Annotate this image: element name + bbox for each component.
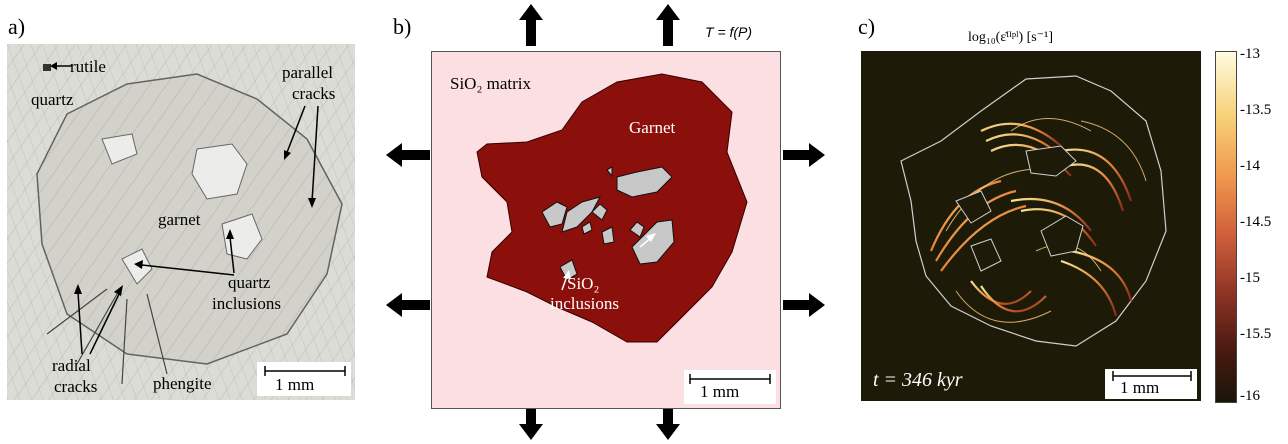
arrow-rutile bbox=[50, 62, 72, 70]
scale-bar-label-a: 1 mm bbox=[275, 375, 315, 394]
label-quartz-incl-1: quartz bbox=[228, 273, 271, 292]
arrow-left-icon bbox=[386, 143, 430, 167]
label-radial: radial bbox=[52, 356, 91, 375]
label-radial-cracks: cracks bbox=[54, 377, 98, 396]
label-garnet: garnet bbox=[158, 210, 201, 229]
label-quartz: quartz bbox=[31, 90, 74, 109]
inclusion bbox=[581, 221, 593, 235]
label-parallel: parallel bbox=[282, 63, 333, 82]
arrow-up-icon bbox=[519, 4, 543, 46]
inclusions-label-1: SiO₂ bbox=[567, 274, 600, 293]
colorbar-ticks: -13 -13.5 -14 -14.5 -15 -15.5 -16 bbox=[1240, 46, 1286, 404]
panel-c-plot: t = 346 kyr 1 mm bbox=[861, 51, 1201, 401]
garnet-grain bbox=[476, 73, 748, 343]
tick-label: -15.5 bbox=[1240, 326, 1272, 342]
tick-label: -13.5 bbox=[1240, 102, 1272, 118]
inclusion bbox=[559, 259, 578, 281]
panel-c-label: c) bbox=[858, 14, 876, 39]
micrograph-image bbox=[7, 44, 355, 400]
colorbar-title: log₁₀(ε̇ᴵᴵᵖˡ) [s⁻¹] bbox=[968, 30, 1053, 45]
model-schematic bbox=[476, 73, 776, 404]
time-label: t = 346 kyr bbox=[873, 369, 963, 391]
tick-label: -14 bbox=[1240, 158, 1260, 174]
colorbar bbox=[1215, 51, 1237, 403]
arrows-quartz-inclusions bbox=[134, 229, 235, 276]
panel-a-label: a) bbox=[8, 14, 26, 39]
tick-label: -14.5 bbox=[1240, 214, 1272, 230]
label-phengite: phengite bbox=[153, 374, 212, 393]
inclusion bbox=[541, 201, 568, 228]
matrix-label: SiO₂ matrix bbox=[450, 74, 532, 93]
arrow-down-icon bbox=[656, 400, 680, 440]
tick-label: -16 bbox=[1240, 388, 1260, 404]
label-quartz-incl-2: inclusions bbox=[212, 294, 281, 313]
panel-b-label: b) bbox=[393, 14, 412, 39]
panel-a-micrograph: 1 mm bbox=[7, 44, 355, 400]
arrow-down-icon bbox=[519, 400, 543, 440]
arrow-left-icon bbox=[386, 293, 430, 317]
tick-label: -13 bbox=[1240, 46, 1260, 62]
arrows-radial-cracks bbox=[74, 284, 123, 355]
inclusion bbox=[601, 226, 615, 245]
arrow-right-icon bbox=[783, 293, 825, 317]
arrows-parallel-cracks bbox=[284, 105, 319, 208]
arrow-right-icon bbox=[783, 143, 825, 167]
inclusion bbox=[629, 221, 645, 238]
garnet-label: Garnet bbox=[629, 118, 676, 137]
strain-rate-field bbox=[900, 75, 1197, 399]
panel-b-domain: SiO₂ matrix Garnet SiO₂ inclusions 1 mm bbox=[431, 51, 781, 409]
scale-bar-label-c: 1 mm bbox=[1120, 378, 1160, 397]
label-parallel-cracks: cracks bbox=[292, 84, 336, 103]
boundary-condition-label: T = f(P) bbox=[705, 24, 753, 40]
loading-arrows bbox=[386, 4, 825, 440]
inclusion bbox=[631, 219, 675, 265]
tick-label: -15 bbox=[1240, 270, 1260, 286]
scale-bar-label-b: 1 mm bbox=[700, 382, 740, 401]
arrow-up-icon bbox=[656, 4, 680, 46]
label-rutile: rutile bbox=[70, 57, 106, 76]
inclusion bbox=[606, 166, 613, 178]
inclusion bbox=[616, 166, 673, 198]
inclusion bbox=[591, 203, 608, 221]
inclusions-label-2: inclusions bbox=[550, 294, 619, 313]
